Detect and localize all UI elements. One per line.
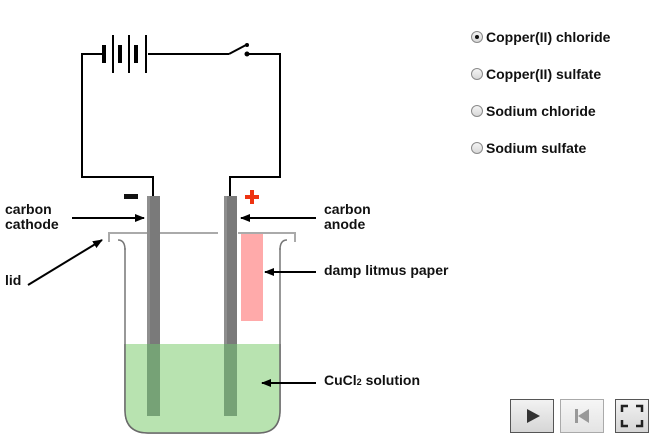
carbon-anode — [224, 196, 237, 416]
cathode-label-line2: cathode — [5, 216, 59, 232]
damp-litmus-paper — [241, 234, 263, 321]
play-button[interactable] — [510, 399, 554, 433]
cathode-label-line1: carbon — [5, 201, 52, 217]
option-copper-ii-chloride[interactable]: Copper(II) chloride — [471, 28, 610, 46]
solution-suffix: solution — [361, 372, 421, 388]
option-label: Sodium sulfate — [486, 140, 587, 156]
option-label: Copper(II) chloride — [486, 29, 611, 45]
solution-formula: CuCl — [324, 372, 357, 388]
negative-sign — [124, 194, 138, 199]
option-copper-ii-sulfate[interactable]: Copper(II) sulfate — [471, 65, 610, 83]
radio-selected-icon[interactable] — [471, 31, 483, 43]
lid — [108, 232, 296, 242]
solution-subscript: 2 — [356, 377, 362, 387]
option-label: Copper(II) sulfate — [486, 66, 602, 82]
fullscreen-icon — [620, 404, 644, 428]
battery-icon — [102, 35, 147, 73]
anode-label-line2: anode — [324, 216, 366, 232]
cathode-label: carbon cathode — [5, 202, 59, 232]
beaker-lip-right — [279, 239, 288, 251]
lid-arrow — [27, 239, 103, 286]
solution — [125, 344, 280, 433]
play-icon — [527, 409, 540, 423]
circuit-wires — [81, 53, 281, 196]
radio-icon[interactable] — [471, 142, 483, 154]
option-sodium-chloride[interactable]: Sodium chloride — [471, 102, 610, 120]
beaker-lip-left — [117, 239, 126, 251]
radio-icon[interactable] — [471, 68, 483, 80]
positive-sign — [245, 190, 259, 204]
lid-label: lid — [5, 272, 22, 288]
switch-icon[interactable] — [228, 43, 250, 57]
radio-icon[interactable] — [471, 105, 483, 117]
anode-label: carbon anode — [324, 202, 371, 232]
reset-button[interactable] — [560, 399, 604, 433]
skip-back-icon — [575, 409, 589, 423]
solution-label: CuCl2 solution — [324, 373, 420, 390]
electrolyte-options: Copper(II) chloride Copper(II) sulfate S… — [471, 28, 610, 176]
fullscreen-button[interactable] — [615, 399, 649, 433]
option-label: Sodium chloride — [486, 103, 596, 119]
beaker-outline — [124, 344, 281, 434]
litmus-label: damp litmus paper — [324, 262, 449, 278]
anode-label-line1: carbon — [324, 201, 371, 217]
option-sodium-sulfate[interactable]: Sodium sulfate — [471, 139, 610, 157]
carbon-cathode — [147, 196, 160, 416]
